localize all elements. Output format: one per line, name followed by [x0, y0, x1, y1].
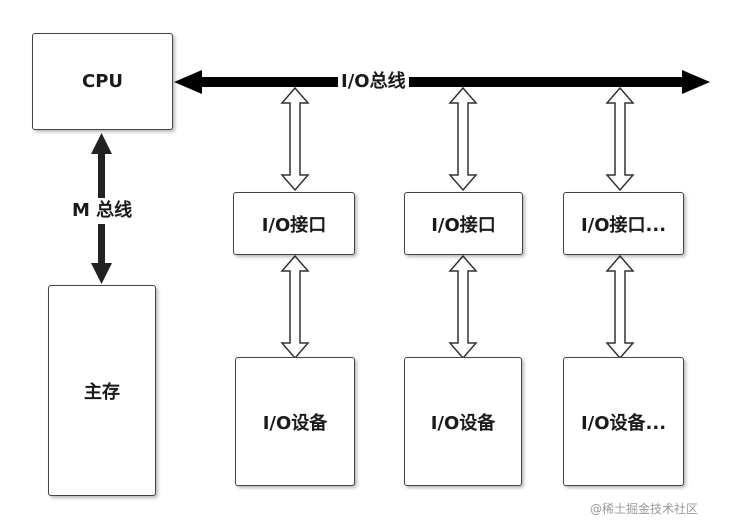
io-device-3: I/O设备...	[563, 357, 684, 486]
watermark: @稀土掘金技术社区	[590, 502, 699, 516]
interface-to-device-1-arrow	[280, 254, 310, 360]
interface-to-device-3-arrow	[605, 254, 635, 360]
io-interface-1: I/O接口	[233, 192, 355, 255]
io-device-label: I/O设备	[262, 412, 328, 434]
bus-to-interface-2-arrow	[448, 86, 478, 192]
bus-to-interface-3-arrow	[605, 86, 635, 192]
io-device-1: I/O设备	[235, 357, 355, 486]
cpu-box: CPU	[32, 33, 173, 130]
io-interface-3: I/O接口...	[563, 192, 684, 255]
io-interface-label: I/O接口...	[580, 214, 667, 236]
interface-to-device-2-arrow	[448, 254, 478, 360]
io-bus-arrow	[174, 70, 710, 94]
io-device-2: I/O设备	[404, 357, 522, 486]
io-interface-label: I/O接口	[261, 214, 327, 236]
io-interface-label: I/O接口	[431, 214, 496, 236]
m-bus-label: M 总线	[70, 198, 135, 224]
cpu-label: CPU	[81, 71, 124, 92]
io-device-label: I/O设备...	[580, 412, 667, 434]
main-memory-label: 主存	[84, 381, 120, 403]
main-memory-box: 主存	[48, 285, 156, 496]
bus-to-interface-1-arrow	[280, 86, 310, 192]
io-device-label: I/O设备	[430, 412, 496, 434]
io-bus-label: I/O总线	[338, 71, 409, 93]
io-interface-2: I/O接口	[404, 192, 523, 255]
